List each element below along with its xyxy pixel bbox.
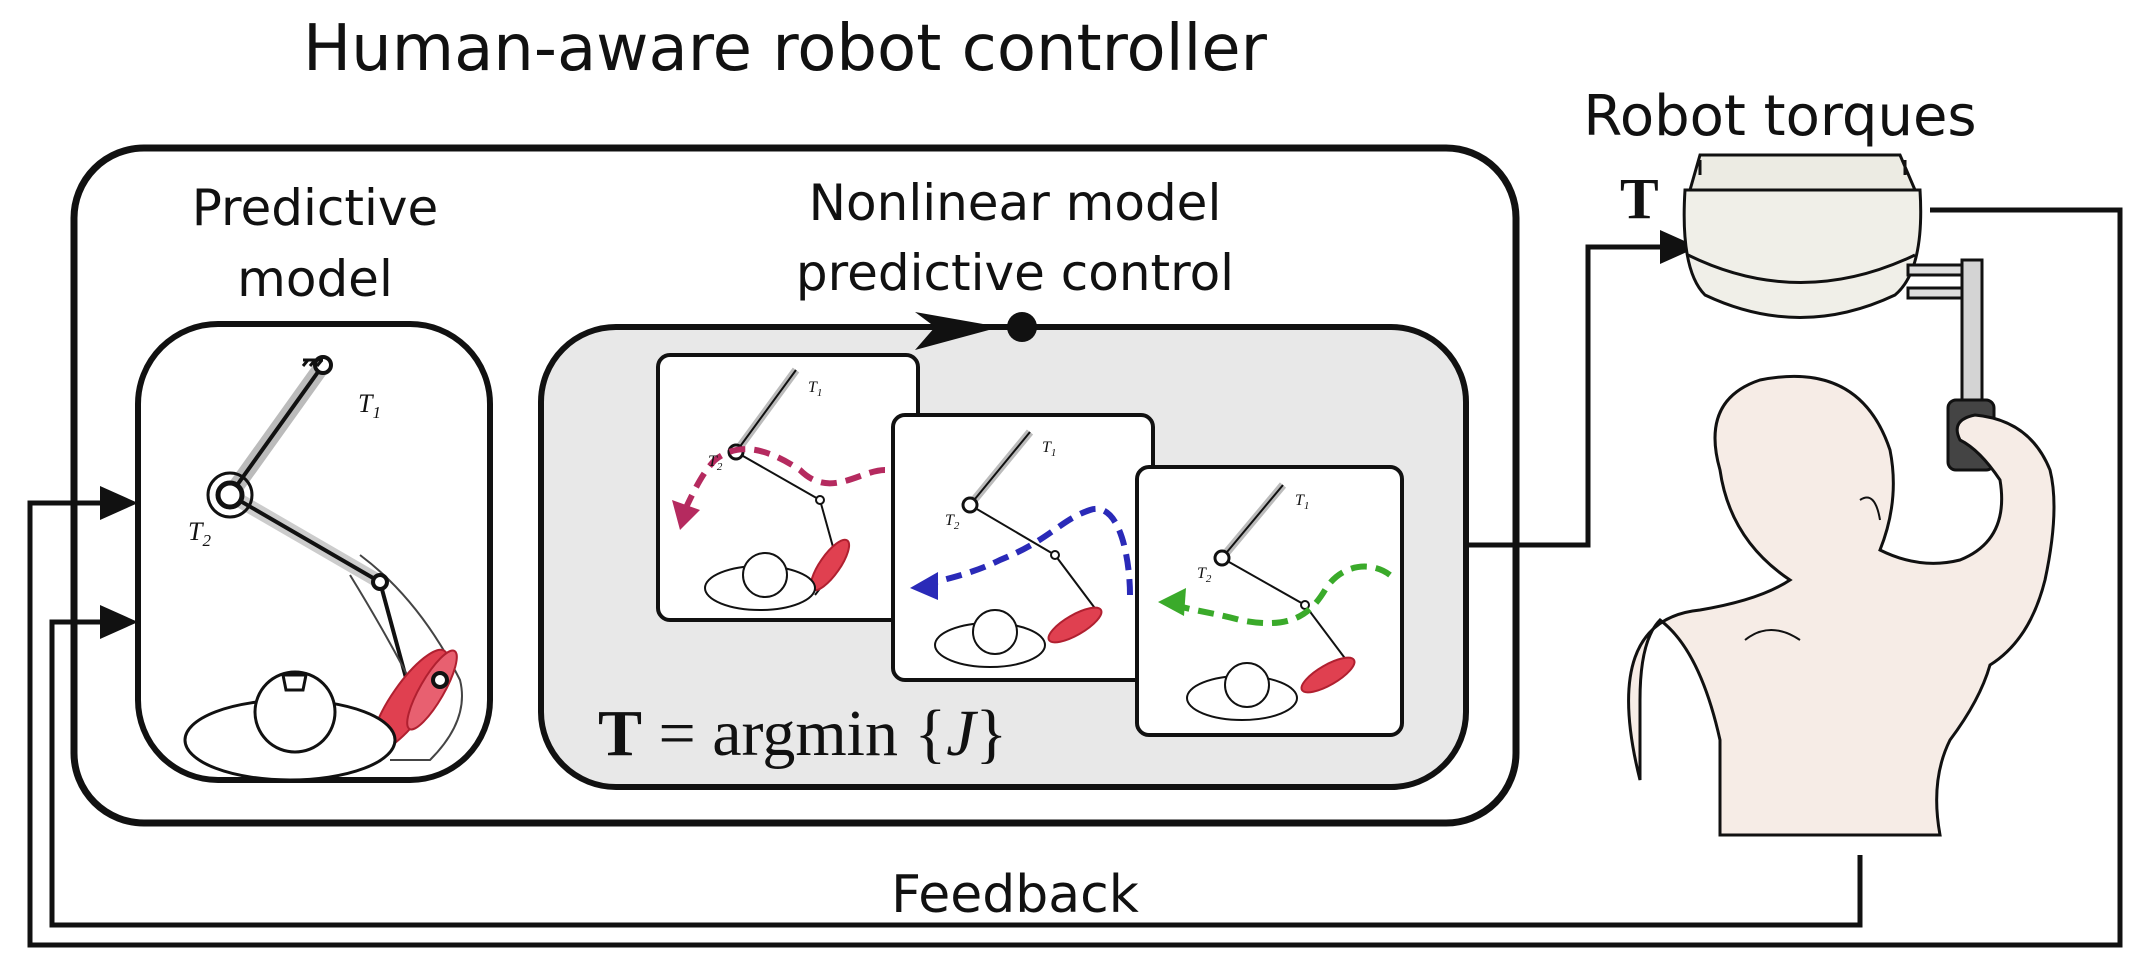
- feedback-arrowhead: [100, 605, 138, 639]
- diagram-title: Human-aware robot controller: [303, 12, 1268, 86]
- human-figure: [1627, 374, 2056, 837]
- nmpc-label-1: Nonlinear model: [809, 174, 1222, 232]
- trajectory-1-arrowhead: [672, 500, 700, 530]
- trajectory-3: [1174, 563, 1392, 627]
- trajectory-3-arrowhead: [1158, 588, 1186, 616]
- torque-t2-label: T2: [188, 517, 211, 550]
- horizon-arm-3: [1186, 482, 1356, 721]
- loop-dot: [1007, 312, 1037, 342]
- feedback-label: Feedback: [891, 865, 1139, 925]
- torque-output-arrowhead: [1660, 230, 1698, 264]
- predictive-model-label-2: model: [237, 250, 393, 308]
- feedback-line: [49, 619, 1863, 928]
- argmin-formula: T = argmin {J}: [598, 697, 1007, 770]
- predictive-arm-illustration: [183, 355, 463, 782]
- predictive-model-label-1: Predictive: [192, 179, 438, 237]
- horizon-arm-1: [704, 367, 851, 611]
- trajectory-1: [677, 446, 886, 522]
- robot-device: [1682, 153, 1996, 472]
- torque-t1-label: T1: [358, 389, 381, 422]
- trajectory-2-arrowhead: [910, 572, 938, 600]
- robot-state-line: [27, 207, 2123, 948]
- trajectory-2: [924, 505, 1133, 596]
- horizon-arm-2: [934, 429, 1103, 668]
- nmpc-label-2: predictive control: [796, 244, 1234, 302]
- loop-arrowhead: [915, 312, 1000, 350]
- torque-output-line: [1466, 244, 1680, 548]
- robot-state-arrowhead: [100, 486, 138, 520]
- robot-torques-label: Robot torques: [1583, 84, 1976, 149]
- robot-torque-symbol: T: [1620, 166, 1659, 231]
